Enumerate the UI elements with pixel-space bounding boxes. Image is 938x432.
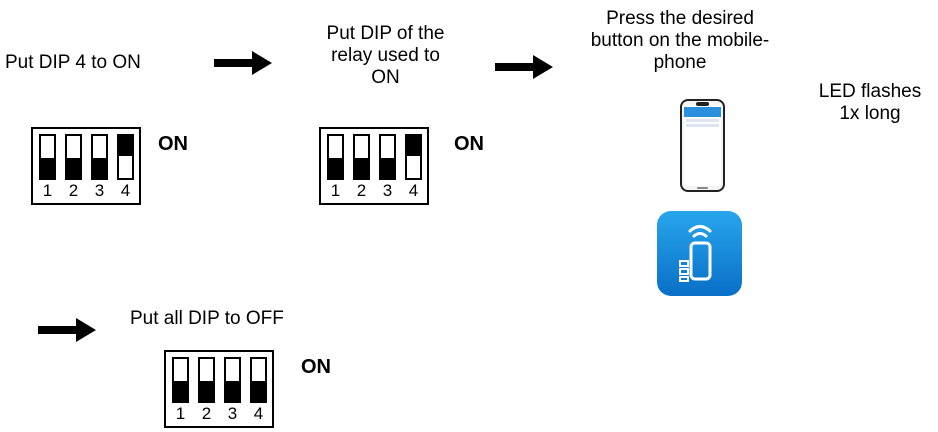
- dip-toggle-knob: [226, 381, 239, 401]
- step-press-button-text: Press the desired button on the mobile- …: [590, 8, 770, 73]
- dip-number-3: 3: [94, 181, 105, 200]
- dip-toggle-2: [353, 134, 370, 180]
- dip-on-label: ON: [158, 133, 188, 155]
- dip-number-2: 2: [201, 404, 212, 423]
- dip-number-4: 4: [120, 181, 131, 200]
- step-all-off-text: Put all DIP to OFF: [130, 308, 284, 329]
- dip-toggle-4: [405, 134, 422, 180]
- dip-toggle-knob: [41, 158, 54, 178]
- arrow-right-icon: [38, 318, 96, 342]
- dip-number-3: 3: [227, 404, 238, 423]
- smartphone-icon: [680, 99, 725, 192]
- dip-number-1: 1: [42, 181, 53, 200]
- dip-on-label: ON: [454, 133, 484, 155]
- dip-number-3: 3: [382, 181, 393, 200]
- dip-toggle-1: [39, 134, 56, 180]
- dip-number-2: 2: [68, 181, 79, 200]
- dip-number-4: 4: [253, 404, 264, 423]
- dip-toggle-knob: [329, 158, 342, 178]
- dip-number-4: 4: [408, 181, 419, 200]
- dip-toggle-2: [198, 357, 215, 403]
- dip-toggle-4: [250, 357, 267, 403]
- dip-toggle-knob: [93, 158, 106, 178]
- dip-toggle-2: [65, 134, 82, 180]
- dip-toggle-3: [91, 134, 108, 180]
- dip-toggle-knob: [119, 136, 132, 156]
- dip-toggle-knob: [381, 158, 394, 178]
- remote-app-icon: [657, 211, 742, 296]
- dip-number-1: 1: [175, 404, 186, 423]
- arrow-right-icon: [214, 51, 272, 75]
- dip-toggle-1: [327, 134, 344, 180]
- dip-toggle-3: [224, 357, 241, 403]
- dip-toggle-knob: [355, 158, 368, 178]
- dip-number-1: 1: [330, 181, 341, 200]
- dip-toggle-knob: [67, 158, 80, 178]
- dip-toggle-knob: [200, 381, 213, 401]
- dip-toggle-knob: [174, 381, 187, 401]
- step-relay-dip-text: Put DIP of the relay used to ON: [326, 23, 445, 88]
- dip-on-label: ON: [301, 356, 331, 378]
- step-led-flashes-text: LED flashes 1x long: [818, 81, 922, 124]
- dip-toggle-knob: [252, 381, 265, 401]
- dip-toggle-4: [117, 134, 134, 180]
- dip-toggle-1: [172, 357, 189, 403]
- dip-number-2: 2: [356, 181, 367, 200]
- dip-toggle-3: [379, 134, 396, 180]
- step-dip4-on-text: Put DIP 4 to ON: [5, 52, 141, 73]
- dip-toggle-knob: [407, 136, 420, 156]
- arrow-right-icon: [495, 55, 553, 79]
